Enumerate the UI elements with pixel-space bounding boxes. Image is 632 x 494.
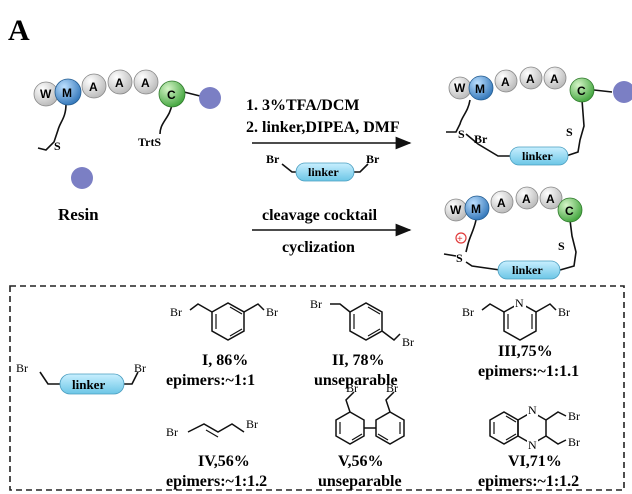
sulfur-label: S [456,251,463,265]
linker-I-note: epimers:~1:1 [166,372,255,389]
sulfur-label: S [458,127,465,141]
br-label: Br [346,381,358,395]
bead-label-A1: A [89,80,98,94]
bead-C [158,80,186,108]
linker-III-note: epimers:~1:1.1 [478,363,579,380]
bead-label-M: M [471,202,481,216]
trt-label: TrtS [138,135,161,149]
linker-VI-name: VI,71% [508,453,562,470]
br-label: Br [170,305,182,319]
sulfur-label: S [566,125,573,139]
linker-VI-note: epimers:~1:1.2 [478,473,579,490]
linker-II-note: unseparable [314,372,398,389]
bead-label-C: C [565,204,574,218]
linker-label: linker [522,149,553,163]
cyclization-label: cyclization [282,239,355,256]
panel-label: A [8,14,30,47]
br-label: Br [568,409,580,423]
br-label: Br [266,305,278,319]
br-label: Br [16,361,28,375]
bead-label-W: W [454,81,466,95]
bead-label-A3: A [546,192,555,206]
bead-A3 [133,69,159,95]
linker-II-name: II, 78% [332,352,384,369]
panel-generic-linker: linker Br Br [16,361,146,395]
linker-V-name: V,56% [338,453,384,470]
cyclized-product: linker + S S W M A A A C [443,186,583,280]
br-label: Br [558,305,570,319]
br-label: Br [166,425,178,439]
bead-M [54,78,82,106]
br-label: Br [266,152,280,166]
linker-structure-IV: Br Br [166,417,258,439]
starting-peptide: S TrtS W M A A A C [33,69,221,153]
bead-A2 [107,69,133,95]
bead-A2 [519,66,543,90]
step1-label: 1. 3%TFA/DCM [246,97,359,114]
linker-I-name: I, 86% [202,352,248,369]
bead-A1 [494,69,518,93]
bead-A1 [81,73,107,99]
linker-IV-note: epimers:~1:1.2 [166,473,267,490]
bead-M [468,75,494,101]
nitrogen-label: N [515,296,524,310]
bead-M [464,195,490,221]
bead-label-A1: A [501,75,510,89]
linker-label: linker [72,377,105,392]
generic-linker-reagent: linker Br Br [266,152,380,182]
br-label: Br [386,381,398,395]
linker-label: linker [512,263,543,277]
br-label: Br [474,132,488,146]
bead-label-A3: A [141,76,150,90]
bead-A3 [543,66,567,90]
bead-label-C: C [167,88,176,102]
br-label: Br [246,417,258,431]
linker-III-name: III,75% [498,343,553,360]
resin-legend-bead [71,167,93,189]
br-label: Br [366,152,380,166]
linker-panel [9,285,625,491]
charge-symbol: + [457,234,463,245]
bead-label-M: M [62,86,72,100]
bead-label-A2: A [526,72,535,86]
bead-A2 [515,186,539,210]
br-label: Br [402,335,414,349]
linker-structure-III: N Br Br [462,296,570,341]
bead-C [569,77,595,103]
bead-label-A1: A [497,196,506,210]
linker-structure-VI: N N Br Br [489,403,580,452]
sulfur-label: S [558,239,565,253]
intermediate-peptide: linker S Br S W M A A A C [446,66,632,166]
linker-structure-II: Br Br [310,297,414,349]
bead-label-A3: A [550,72,559,86]
br-label: Br [134,361,146,375]
resin-label: Resin [58,205,99,224]
linker-V-note: unseparable [318,473,402,490]
bead-label-A2: A [115,76,124,90]
bead-label-M: M [475,82,485,96]
bead-label-W: W [40,87,52,101]
linker-structure-V: Br Br [335,381,405,445]
bead-label-W: W [450,203,462,217]
bead-C [557,197,583,223]
charge-circle [455,232,467,244]
br-label: Br [568,435,580,449]
bead-A1 [490,190,514,214]
resin-bead [199,87,221,109]
step2-label: 2. linker,DIPEA, DMF [246,119,400,136]
sulfur-label: S [54,139,61,153]
cleavage-label: cleavage cocktail [262,207,378,224]
bead-label-A2: A [522,192,531,206]
br-label: Br [310,297,322,311]
nitrogen-label: N [528,438,537,452]
linker-IV-name: IV,56% [198,453,250,470]
linker-structure-I: Br Br [170,302,278,341]
bead-label-C: C [577,84,586,98]
linker-label: linker [308,165,339,179]
br-label: Br [462,305,474,319]
bead-A3 [539,186,563,210]
nitrogen-label: N [528,403,537,417]
resin-bead [613,81,632,103]
